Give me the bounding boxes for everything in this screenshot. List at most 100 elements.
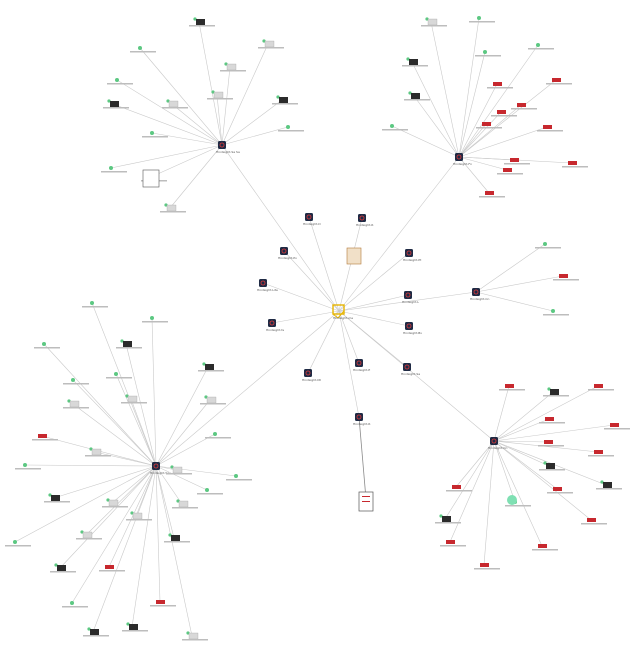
leaf-node[interactable]	[5, 540, 31, 547]
leaf-node[interactable]	[588, 384, 614, 391]
leaf-node[interactable]	[511, 103, 537, 110]
leaf-node[interactable]	[469, 16, 495, 23]
leaf-node[interactable]	[142, 316, 168, 323]
leaf-node[interactable]	[160, 203, 186, 213]
leaf-node[interactable]	[82, 301, 108, 308]
leaf-node[interactable]	[85, 447, 111, 457]
leaf-node[interactable]	[404, 91, 430, 101]
hub-node-h_ne[interactable]: Hindsight-Fn	[453, 153, 472, 166]
leaf-node[interactable]	[537, 125, 563, 132]
leaf-node[interactable]	[479, 191, 505, 198]
leaf-node[interactable]	[197, 488, 223, 495]
document-node[interactable]	[358, 491, 374, 512]
leaf-node[interactable]	[164, 533, 190, 543]
leaf-node[interactable]	[62, 601, 88, 608]
cloud-node[interactable]	[507, 495, 517, 505]
leaf-node[interactable]	[382, 124, 408, 131]
hub-node-h_c5[interactable]: Hindsight-Nt	[302, 369, 322, 382]
leaf-node[interactable]	[63, 378, 89, 385]
leaf-node[interactable]	[198, 362, 224, 372]
leaf-node[interactable]	[172, 499, 198, 509]
leaf-node[interactable]	[546, 78, 572, 85]
leaf-node[interactable]	[220, 62, 246, 72]
leaf-node[interactable]	[543, 309, 569, 316]
hub-node-h_w[interactable]: Hindsight-Sa	[150, 462, 169, 475]
leaf-node[interactable]	[272, 95, 298, 105]
leaf-node[interactable]	[547, 487, 573, 494]
hub-node-h_c10[interactable]: Hindsight-Sa	[401, 363, 420, 376]
leaf-node[interactable]	[475, 50, 501, 57]
leaf-node[interactable]	[497, 168, 523, 175]
leaf-node[interactable]	[83, 627, 109, 637]
hub-node-h_c11[interactable]: Hindsight-R	[356, 214, 373, 227]
hub-node-h_c3[interactable]: Hindsight-Lite	[257, 279, 278, 292]
leaf-node[interactable]	[101, 166, 127, 173]
leaf-node[interactable]	[532, 544, 558, 551]
image-grid-node[interactable]	[346, 247, 362, 265]
hub-node-h_c2[interactable]: Hindsight-Pv	[278, 247, 297, 260]
leaf-node[interactable]	[491, 110, 517, 117]
leaf-node[interactable]	[421, 17, 447, 27]
leaf-node[interactable]	[106, 372, 132, 379]
leaf-node[interactable]	[34, 342, 60, 349]
leaf-node[interactable]	[142, 131, 168, 138]
leaf-node[interactable]	[474, 563, 500, 570]
leaf-node[interactable]	[604, 423, 630, 430]
leaf-node[interactable]	[126, 511, 152, 521]
leaf-node[interactable]	[44, 493, 70, 503]
leaf-node[interactable]	[528, 43, 554, 50]
leaf-node[interactable]	[121, 394, 147, 404]
leaf-node[interactable]	[189, 17, 215, 27]
leaf-node[interactable]	[476, 122, 502, 129]
leaf-node[interactable]	[543, 387, 569, 397]
leaf-node[interactable]	[539, 461, 565, 471]
leaf-node[interactable]	[226, 474, 252, 481]
leaf-node[interactable]	[32, 434, 58, 441]
leaf-node[interactable]	[535, 242, 561, 249]
hub-node-h_e[interactable]: Hindsight-Cn	[470, 288, 489, 301]
leaf-node[interactable]	[258, 39, 284, 49]
leaf-node[interactable]	[15, 463, 41, 470]
leaf-node[interactable]	[499, 384, 525, 391]
leaf-node[interactable]	[435, 514, 461, 524]
leaf-node[interactable]	[116, 339, 142, 349]
leaf-node[interactable]	[50, 563, 76, 573]
calendar-node[interactable]	[142, 169, 160, 188]
leaf-node[interactable]	[588, 450, 614, 457]
leaf-node[interactable]	[440, 540, 466, 547]
leaf-node[interactable]	[166, 465, 192, 475]
leaf-node[interactable]	[107, 78, 133, 85]
leaf-node[interactable]	[402, 57, 428, 67]
hub-node-h_nw[interactable]: Hindsight-Sa Sa	[216, 141, 240, 154]
hub-node-h_s[interactable]: Hindsight-R	[353, 413, 370, 426]
leaf-node[interactable]	[76, 530, 102, 540]
leaf-node[interactable]	[581, 518, 607, 525]
leaf-node[interactable]	[504, 158, 530, 165]
leaf-node[interactable]	[553, 274, 579, 281]
leaf-node[interactable]	[596, 480, 622, 490]
leaf-node[interactable]	[278, 125, 304, 132]
leaf-node[interactable]	[200, 395, 226, 405]
hub-node-h_se[interactable]: Hindsight-Cn	[488, 437, 507, 450]
leaf-node[interactable]	[539, 417, 565, 424]
leaf-node[interactable]	[205, 432, 231, 439]
leaf-node[interactable]	[99, 565, 125, 572]
leaf-node[interactable]	[63, 399, 89, 409]
leaf-node[interactable]	[162, 99, 188, 109]
leaf-node[interactable]	[182, 631, 208, 641]
hub-node-h_c9[interactable]: Hindsight-Bv	[403, 322, 422, 335]
hub-node-h_c7[interactable]: Hindsight-Pt	[403, 249, 422, 262]
hub-node-h_c4[interactable]: Hindsight-ts	[266, 319, 285, 332]
hub-node-h_c6[interactable]: Hindsight-E	[353, 359, 370, 372]
leaf-node[interactable]	[487, 82, 513, 89]
leaf-node[interactable]	[102, 498, 128, 508]
leaf-node[interactable]	[562, 161, 588, 168]
hub-node-h_c1[interactable]: Hindsight-D	[303, 213, 321, 226]
leaf-node[interactable]	[122, 622, 148, 632]
leaf-node[interactable]	[446, 485, 472, 492]
leaf-node[interactable]	[207, 90, 233, 100]
leaf-node[interactable]	[103, 99, 129, 109]
leaf-node[interactable]	[150, 600, 176, 607]
leaf-node[interactable]	[130, 46, 156, 53]
